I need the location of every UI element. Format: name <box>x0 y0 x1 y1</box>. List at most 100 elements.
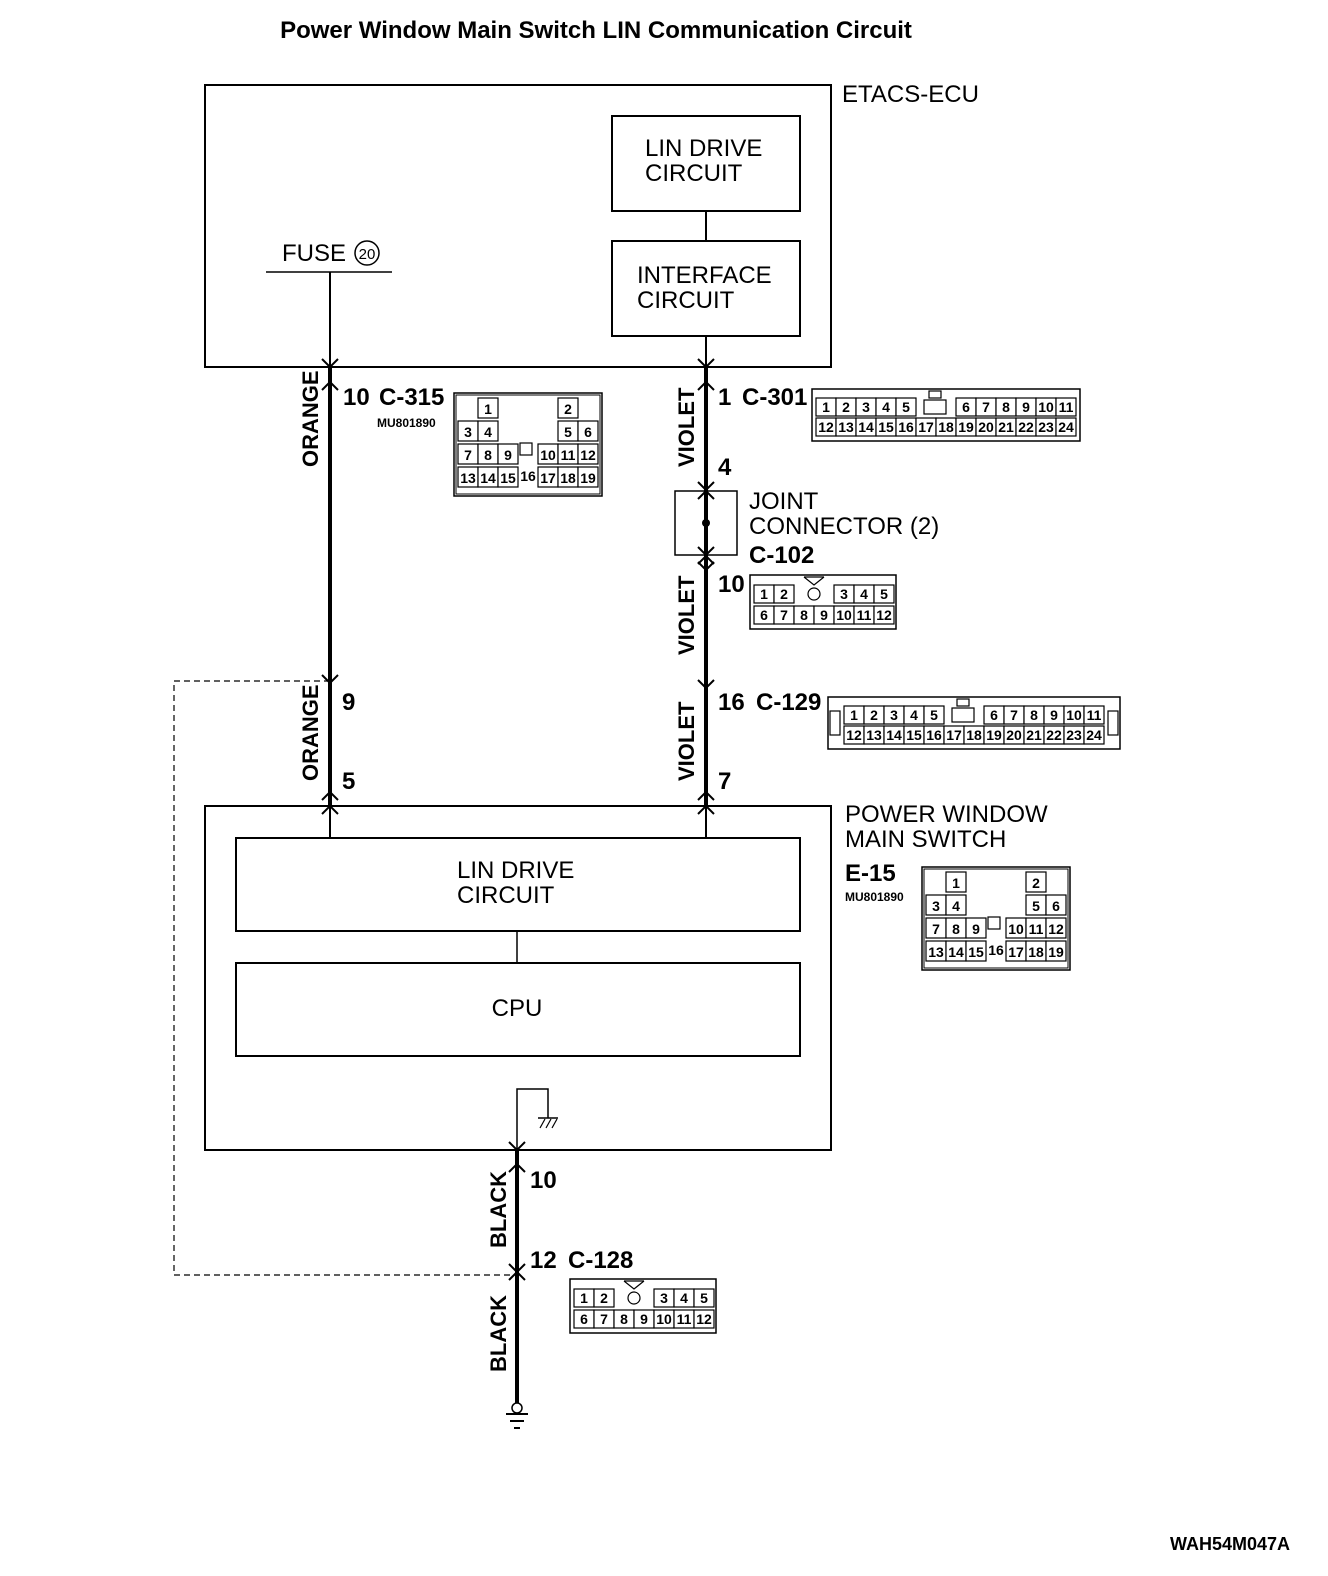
connector-pin-label: 11 <box>1087 707 1102 723</box>
connector-pin-label: 9 <box>1050 707 1058 723</box>
black-wire: BLACK BLACK 10 12 C-128 <box>486 1141 633 1429</box>
e15-label: E-15 <box>845 860 896 887</box>
connector-pin-label: 12 <box>876 607 892 623</box>
diagram-title: Power Window Main Switch LIN Communicati… <box>280 17 912 44</box>
connector-pin-label: 11 <box>857 607 872 623</box>
pws-cpu-label: CPU <box>492 995 543 1022</box>
fuse-number: 20 <box>359 246 376 263</box>
connector-pin-label: 10 <box>540 447 556 463</box>
fuse-number-circle <box>354 240 380 266</box>
connector-pin-label: 15 <box>906 727 922 743</box>
connector-pin-label: 2 <box>1032 875 1040 891</box>
connector-pin-label: 1 <box>484 401 492 417</box>
connector-pin-label: 23 <box>1066 727 1082 743</box>
connector-pin-label: 5 <box>564 424 572 440</box>
connector-pin-label: 12 <box>846 727 862 743</box>
connector-pin-label: 11 <box>1059 399 1074 415</box>
joint-connector-label-2: CONNECTOR (2) <box>749 513 939 540</box>
joint-connector-code: C-102 <box>749 542 814 569</box>
connector-pin-label: 16 <box>520 468 536 484</box>
connector-pin-label: 14 <box>948 944 964 960</box>
connector-pin-label: 14 <box>480 470 496 486</box>
connector-pin-label: 24 <box>1086 727 1102 743</box>
connector-pin-label: 9 <box>504 447 512 463</box>
violet-pin-7: 7 <box>718 768 731 795</box>
e15-part-number: MU801890 <box>845 890 904 904</box>
orange-wire-label-2: ORANGE <box>298 684 323 781</box>
connector-pin-label: 2 <box>564 401 572 417</box>
connector-pin-label: 3 <box>932 898 940 914</box>
c301-pin: 1 <box>718 384 731 411</box>
connector-pin-label: 12 <box>696 1311 712 1327</box>
connector-pin-label: 16 <box>988 942 1004 958</box>
connector-pin-label: 4 <box>860 586 868 602</box>
connector-pin-label: 9 <box>1022 399 1030 415</box>
connector-pin-label: 18 <box>938 419 954 435</box>
connector-pin-label: 4 <box>882 399 890 415</box>
connector-pin-label: 14 <box>858 419 874 435</box>
connector-pin-label: 2 <box>600 1290 608 1306</box>
violet-wire-label-2: VIOLET <box>674 575 699 655</box>
connector-pin-label: 1 <box>580 1290 588 1306</box>
connector-pin-label: 3 <box>464 424 472 440</box>
connector-pin-label: 6 <box>990 707 998 723</box>
connector-pin-label: 10 <box>1008 921 1024 937</box>
etacs-lin-drive-label: LIN DRIVE <box>645 135 762 162</box>
violet-wire-label-1: VIOLET <box>674 387 699 467</box>
c128-label: C-128 <box>568 1247 633 1274</box>
connector-pin-label: 1 <box>850 707 858 723</box>
violet-wire: VIOLET VIOLET VIOLET 1 C-301 4 10 16 C-1… <box>674 358 821 815</box>
etacs-interface-label: INTERFACE <box>637 262 772 289</box>
pws-lin-drive-label: LIN DRIVE <box>457 857 574 884</box>
connector-pin-label: 15 <box>878 419 894 435</box>
orange-wire: ORANGE ORANGE 10 C-315 MU801890 9 5 <box>298 358 444 815</box>
connector-pin-label: 20 <box>1006 727 1022 743</box>
connector-pin-label: 9 <box>640 1311 648 1327</box>
connector-pin-label: 10 <box>656 1311 672 1327</box>
connector-pin-label: 7 <box>1010 707 1018 723</box>
orange-pin-5: 5 <box>342 768 355 795</box>
connector-pin-label: 9 <box>972 921 980 937</box>
connector-pin-label: 12 <box>580 447 596 463</box>
connector-pin-label: 4 <box>952 898 960 914</box>
connector-pin-label: 8 <box>620 1311 628 1327</box>
connector-pin-label: 7 <box>932 921 940 937</box>
connector-pin-label: 16 <box>898 419 914 435</box>
etacs-lin-drive-label-2: CIRCUIT <box>645 160 743 187</box>
connector-pin-label: 5 <box>700 1290 708 1306</box>
connector-pin-label: 17 <box>918 419 934 435</box>
joint-out-pin: 10 <box>718 571 745 598</box>
pws-lin-drive-box <box>235 837 801 932</box>
connector-pin-label: 10 <box>836 607 852 623</box>
connector-pin-label: 12 <box>1048 921 1064 937</box>
connector-pin-label: 17 <box>1008 944 1024 960</box>
power-window-main-switch: POWER WINDOW MAIN SWITCH E-15 MU801890 L… <box>204 801 1048 1151</box>
connector-pin-label: 13 <box>838 419 854 435</box>
connector-pin-label: 1 <box>952 875 960 891</box>
connector-pin-label: 8 <box>800 607 808 623</box>
connector-pin-label: 22 <box>1018 419 1034 435</box>
joint-in-pin: 4 <box>718 454 732 481</box>
c315-label: C-315 <box>379 384 444 411</box>
etacs-interface-label-2: CIRCUIT <box>637 287 735 314</box>
connector-pin-label: 15 <box>500 470 516 486</box>
connector-pin-label: 4 <box>680 1290 688 1306</box>
black-wire-label-1: BLACK <box>486 1171 511 1248</box>
connector-pin-label: 3 <box>862 399 870 415</box>
connector-pin-label: 6 <box>760 607 768 623</box>
connector-pin-label: 3 <box>890 707 898 723</box>
connector-pin-label: 1 <box>760 586 768 602</box>
connector-pin-label: 7 <box>780 607 788 623</box>
connector-pin-label: 17 <box>540 470 556 486</box>
connector-pin-label: 19 <box>986 727 1002 743</box>
connector-pin-label: 10 <box>1066 707 1082 723</box>
connector-pin-label: 19 <box>958 419 974 435</box>
connector-pin-label: 18 <box>1028 944 1044 960</box>
connector-pin-label: 19 <box>580 470 596 486</box>
connector-pin-label: 20 <box>978 419 994 435</box>
connector-pin-label: 7 <box>600 1311 608 1327</box>
connector-pin-label: 6 <box>1052 898 1060 914</box>
